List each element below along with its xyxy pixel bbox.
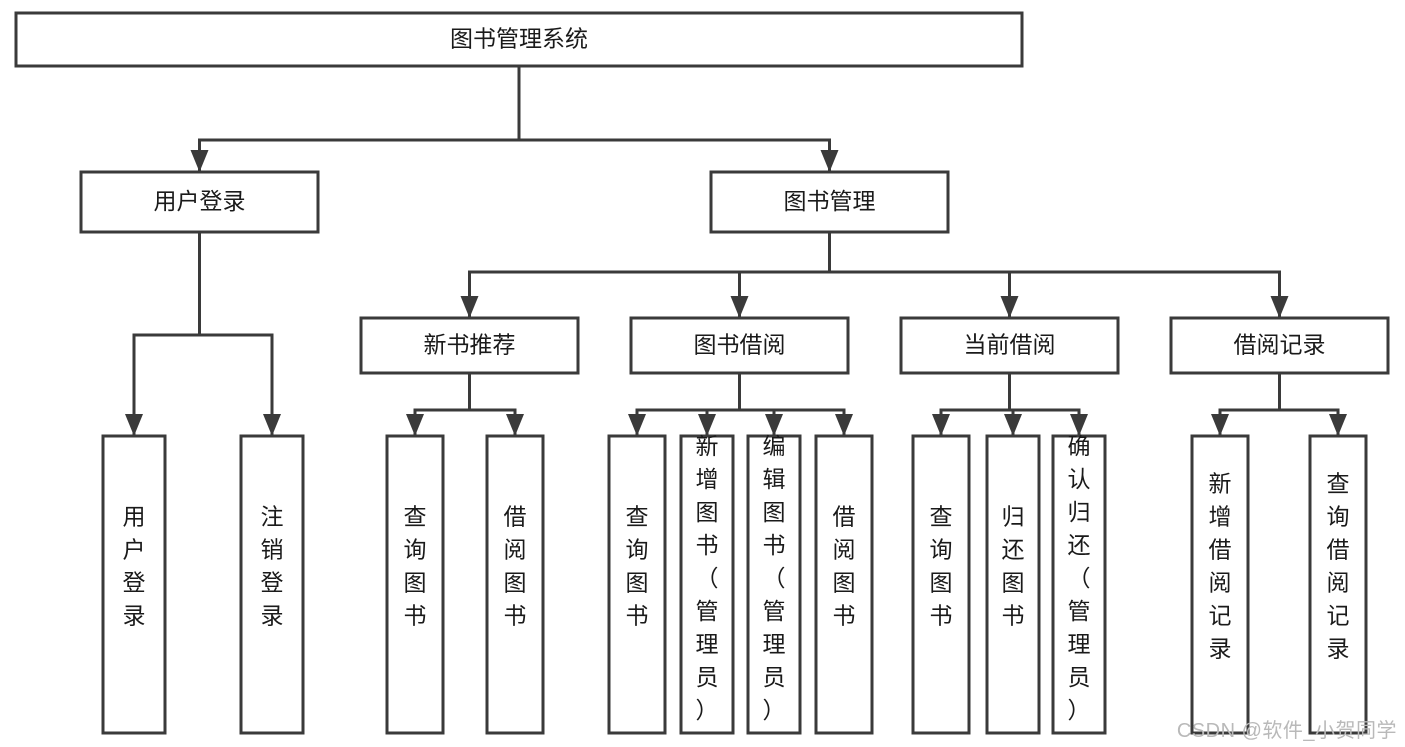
node-label: 注销登录 [261,504,284,629]
node-box [1308,434,1368,735]
node-label: 查询图书 [404,504,427,629]
arrow-head-icon [1270,296,1289,318]
node-level3-1[interactable]: 图书借阅 [629,316,850,375]
node-box [814,434,874,735]
arrow-head-icon [263,414,281,436]
arrow-head-icon [730,296,749,318]
node-label: 图书管理 [784,188,876,214]
node-leaf-6[interactable]: 编辑图书（管理员） [746,433,802,735]
node-level3-2[interactable]: 当前借阅 [899,316,1120,375]
node-label: 图书借阅 [694,332,786,358]
node-box [239,434,305,735]
node-box [1051,434,1107,735]
arrow-head-icon [628,414,646,436]
arrow-head-icon [765,414,783,436]
node-leaf-7[interactable]: 借阅图书 [814,434,874,735]
node-leaf-4[interactable]: 查询图书 [607,434,667,735]
node-box [385,434,445,735]
node-layer: 图书管理系统用户登录图书管理新书推荐图书借阅当前借阅借阅记录用户登录注销登录查询… [14,11,1390,735]
node-label: 新书推荐 [424,332,516,358]
node-leaf-5[interactable]: 新增图书（管理员） [679,433,735,735]
node-label: 新增图书（管理员） [696,433,719,723]
node-box [79,170,320,234]
arrow-head-icon [698,414,716,436]
arrow-head-icon [506,414,524,436]
arrow-head-icon [1000,296,1019,318]
node-label: 确认归还（管理员） [1068,433,1091,723]
node-level2-0[interactable]: 用户登录 [79,170,320,234]
node-box [985,434,1041,735]
node-box [485,434,545,735]
node-box [1190,434,1250,735]
node-label: 借阅图书 [504,504,527,629]
node-root[interactable]: 图书管理系统 [14,11,1024,68]
node-leaf-9[interactable]: 归还图书 [985,434,1041,735]
arrow-head-icon [932,414,950,436]
arrow-head-icon [1004,414,1022,436]
node-level2-1[interactable]: 图书管理 [709,170,950,234]
node-box [14,11,1024,68]
node-box [911,434,971,735]
node-label: 新增借阅记录 [1209,471,1232,662]
node-box [899,316,1120,375]
node-box [1169,316,1390,375]
arrow-head-icon [835,414,853,436]
node-label: 归还图书 [1002,504,1025,629]
node-label: 查询图书 [626,504,649,629]
node-leaf-0[interactable]: 用户登录 [101,434,167,735]
node-label: 图书管理系统 [450,26,588,52]
node-leaf-8[interactable]: 查询图书 [911,434,971,735]
node-label: 查询借阅记录 [1327,471,1350,662]
node-label: 用户登录 [154,188,246,214]
watermark-label: CSDN @软件_小贺同学 [1176,720,1397,742]
node-leaf-2[interactable]: 查询图书 [385,434,445,735]
arrow-head-icon [190,150,209,172]
node-label: 用户登录 [123,504,146,629]
node-leaf-12[interactable]: 查询借阅记录 [1308,434,1368,735]
arrow-head-icon [460,296,479,318]
node-leaf-10[interactable]: 确认归还（管理员） [1051,433,1107,735]
arrow-head-icon [1211,414,1229,436]
node-leaf-3[interactable]: 借阅图书 [485,434,545,735]
node-box [679,434,735,735]
node-leaf-1[interactable]: 注销登录 [239,434,305,735]
node-label: 查询图书 [930,504,953,629]
arrow-head-icon [1070,414,1088,436]
node-label: 当前借阅 [964,332,1056,358]
node-level3-0[interactable]: 新书推荐 [359,316,580,375]
node-box [607,434,667,735]
node-level3-3[interactable]: 借阅记录 [1169,316,1390,375]
node-box [746,434,802,735]
node-box [359,316,580,375]
node-box [101,434,167,735]
arrow-head-icon [406,414,424,436]
node-label: 借阅图书 [833,504,856,629]
node-label: 借阅记录 [1234,332,1326,358]
node-label: 编辑图书（管理员） [763,433,786,723]
arrow-head-icon [125,414,143,436]
node-leaf-11[interactable]: 新增借阅记录 [1190,434,1250,735]
connector-layer [125,64,1347,437]
arrow-head-icon [820,150,839,172]
arrow-head-icon [1329,414,1347,436]
node-box [709,170,950,234]
node-box [629,316,850,375]
